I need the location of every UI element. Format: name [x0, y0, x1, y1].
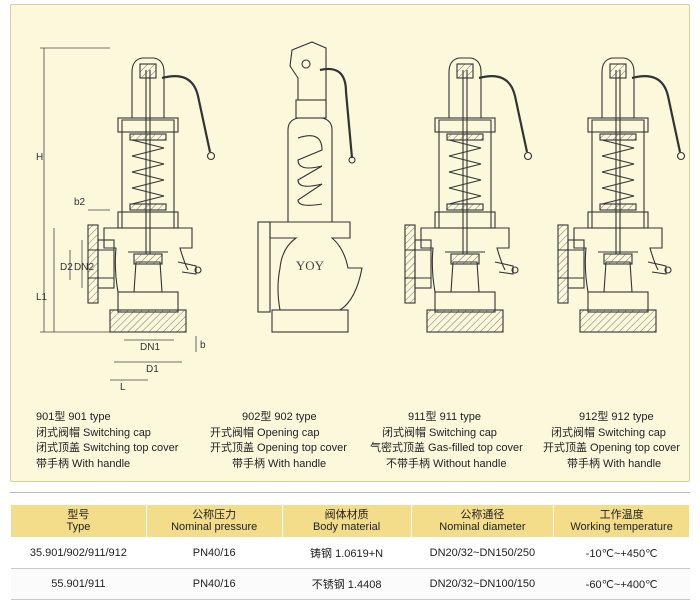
caption-cap: 闭式阀帽 Switching cap [36, 426, 151, 439]
dimension-lines [40, 47, 197, 381]
caption-cover: 开式顶盖 Opening top cover [210, 442, 347, 454]
cell-type: 35.901/902/911/912 [10, 537, 147, 569]
caption-912: 912型 912 type 闭式阀帽 Switching cap 开式顶盖 Op… [543, 410, 680, 472]
caption-type: 912型 912 type [579, 411, 654, 423]
cell-diameter: DN20/32~DN100/150 [411, 568, 554, 600]
cell-pressure: PN40/16 [146, 537, 283, 569]
caption-type: 901型 901 type [36, 411, 111, 423]
drawing-panel [10, 4, 690, 482]
dim-h: H [36, 152, 43, 163]
dim-dn2: DN2 [74, 262, 94, 273]
caption-handle: 带手柄 With handle [36, 457, 131, 470]
table-row: 35.901/902/911/912 PN40/16 铸钢 1.0619+N D… [10, 537, 690, 569]
caption-cap: 闭式阀帽 Switching cap [382, 426, 497, 439]
cell-material: 铸钢 1.0619+N [282, 537, 412, 569]
caption-handle: 不带手柄 Without handle [386, 457, 507, 470]
body-logo: YOY [296, 258, 325, 273]
caption-cap: 闭式阀帽 Switching cap [551, 426, 666, 439]
valve-drawings: YOY H b2 D2 DN2 L1 DN1 D1 L b [36, 41, 686, 393]
cell-type: 55.901/911 [10, 568, 147, 600]
dim-l1: L1 [36, 292, 48, 303]
dim-dn1: DN1 [140, 342, 160, 353]
caption-type: 902型 902 type [242, 411, 317, 423]
caption-type: 911型 911 type [408, 411, 481, 423]
caption-901: 901型 901 type 闭式阀帽 Switching cap 闭式顶盖 Sw… [36, 410, 178, 472]
cell-temperature: -10℃~+450℃ [553, 537, 690, 569]
caption-cap: 开式阀帽 Opening cap [210, 426, 320, 439]
table-row: 55.901/911 PN40/16 不锈钢 1.4408 DN20/32~DN… [10, 568, 690, 600]
cell-pressure: PN40/16 [146, 568, 283, 600]
cell-material: 不锈钢 1.4408 [282, 568, 412, 600]
cell-diameter: DN20/32~DN150/250 [411, 537, 554, 569]
caption-902: 902型 902 type 开式阀帽 Opening cap 开式顶盖 Open… [210, 410, 347, 472]
caption-cover: 闭式顶盖 Switching top cover [36, 442, 179, 454]
dim-l: L [120, 382, 126, 393]
dim-b: b [200, 340, 206, 351]
caption-handle: 带手柄 With handle [567, 457, 662, 470]
caption-911: 911型 911 type 闭式阀帽 Switching cap 气密式顶盖 G… [370, 410, 523, 472]
caption-cover: 开式顶盖 Opening top cover [543, 442, 680, 454]
dim-b2: b2 [74, 197, 86, 208]
divider [10, 492, 690, 493]
cell-temperature: -60℃~+400℃ [553, 568, 690, 600]
caption-cover: 气密式顶盖 Gas-filled top cover [370, 442, 523, 454]
dim-d1: D1 [146, 364, 159, 375]
dim-d2: D2 [60, 262, 73, 273]
caption-handle: 带手柄 With handle [232, 457, 327, 470]
valve-902 [257, 41, 363, 333]
